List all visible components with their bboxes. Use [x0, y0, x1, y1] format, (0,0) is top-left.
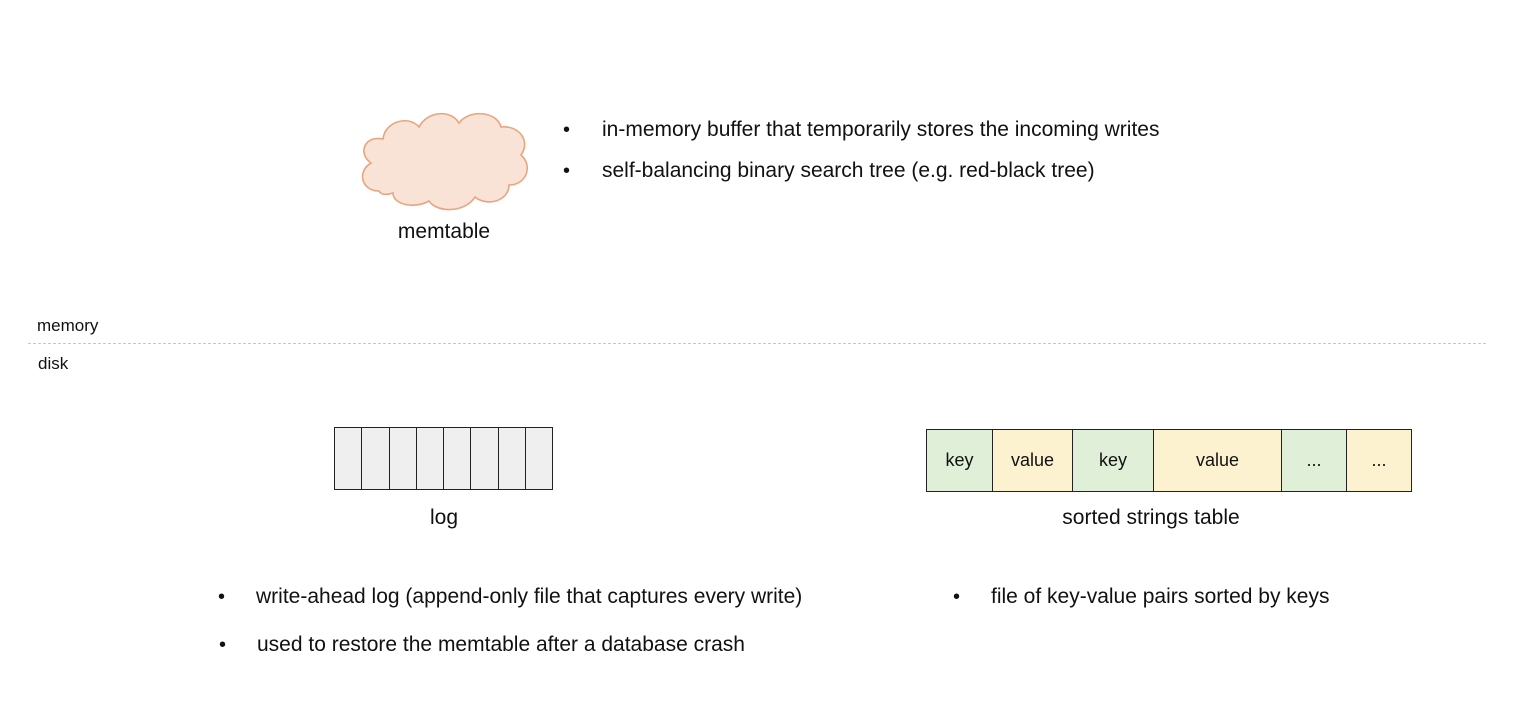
sstable-caption: sorted strings table [1062, 506, 1240, 529]
sstable-value-cell: value [993, 430, 1073, 491]
bullet-dot: • [218, 586, 226, 608]
sstable-value-cell: value [1154, 430, 1282, 491]
bullet-dot: • [563, 119, 571, 141]
log-caption: log [429, 506, 459, 529]
log-cell [498, 428, 526, 489]
sstable-ellipsis-cell: ... [1282, 430, 1347, 491]
log-cell [416, 428, 444, 489]
bullet-dot: • [953, 586, 961, 608]
memory-disk-divider [28, 343, 1486, 344]
log-cell [389, 428, 417, 489]
sstable-bullet-1: file of key-value pairs sorted by keys [991, 585, 1330, 608]
log-bullet-2: used to restore the memtable after a dat… [257, 633, 745, 656]
bullet-dot: • [563, 160, 571, 182]
disk-label: disk [38, 354, 69, 373]
log-bullet-1: write-ahead log (append-only file that c… [256, 585, 803, 608]
memtable-caption: memtable [397, 220, 491, 243]
sstable-key-cell: key [1073, 430, 1154, 491]
log-cell [335, 428, 363, 489]
bullet-dot: • [219, 634, 227, 656]
sstable-key-cell: key [927, 430, 993, 491]
memory-label: memory [37, 316, 99, 335]
log-cell [362, 428, 390, 489]
log-cell [525, 428, 552, 489]
memtable-bullet-2: self-balancing binary search tree (e.g. … [602, 159, 1095, 182]
log-cell [471, 428, 499, 489]
sstable-structure: key value key value ... ... [926, 429, 1412, 492]
log-structure [334, 427, 553, 490]
log-cell [444, 428, 472, 489]
sstable-ellipsis-cell: ... [1347, 430, 1411, 491]
memtable-bullet-1: in-memory buffer that temporarily stores… [602, 118, 1160, 141]
memtable-cloud-icon [361, 112, 529, 211]
